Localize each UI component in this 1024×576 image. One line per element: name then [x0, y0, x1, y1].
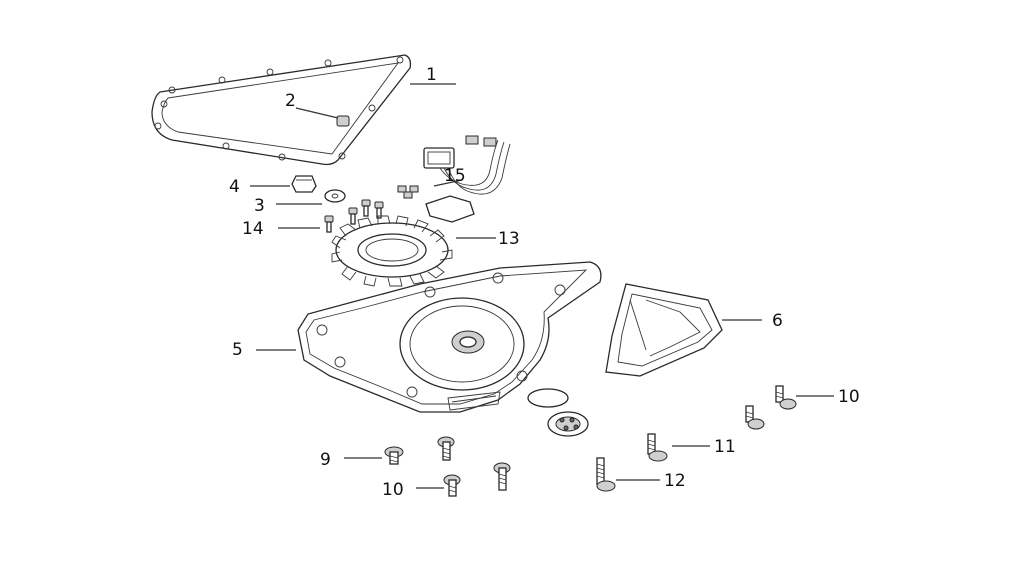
bolt-center-lower: [493, 462, 511, 491]
part-2-grommet: [336, 115, 350, 127]
bolt-11: [647, 433, 668, 462]
part-4-cap: [291, 175, 317, 193]
callout-1: 1: [426, 65, 437, 85]
callout-labels: 1 2 4 3 14 15 13 5 6 10 11 9 12 10: [229, 65, 860, 500]
bolt-left-pair-top: [437, 436, 455, 461]
callout-11: 11: [714, 437, 736, 457]
callout-2: 2: [285, 91, 296, 111]
part-5-side-cover: [297, 261, 602, 413]
bolt-10-lower-left: [443, 474, 461, 497]
strainer-cap: [547, 411, 589, 437]
callout-12: 12: [664, 471, 686, 491]
part-6-cover-plate: [605, 283, 723, 377]
callout-15: 15: [444, 166, 466, 186]
oil-plug-o-ring: [527, 388, 569, 408]
part-13-stator: [331, 215, 453, 287]
callout-5: 5: [232, 340, 243, 360]
part-14-screws: [324, 199, 384, 233]
callout-10-right: 10: [838, 387, 860, 407]
callout-6: 6: [772, 311, 783, 331]
bolt-10-upper-right: [775, 385, 797, 410]
part-3-washer: [324, 189, 346, 203]
callout-4: 4: [229, 177, 240, 197]
callout-14: 14: [242, 219, 264, 239]
part-1-gasket: [151, 54, 412, 166]
callout-3: 3: [254, 196, 265, 216]
leader-lines: [250, 83, 834, 489]
callout-10-left: 10: [382, 480, 404, 500]
bolt-9: [384, 446, 404, 465]
callout-13: 13: [498, 229, 520, 249]
bolt-right-pair-lower: [745, 405, 765, 430]
bolt-12: [596, 457, 616, 492]
part-15-wiring-harness: [397, 135, 511, 223]
callout-9: 9: [320, 450, 331, 470]
